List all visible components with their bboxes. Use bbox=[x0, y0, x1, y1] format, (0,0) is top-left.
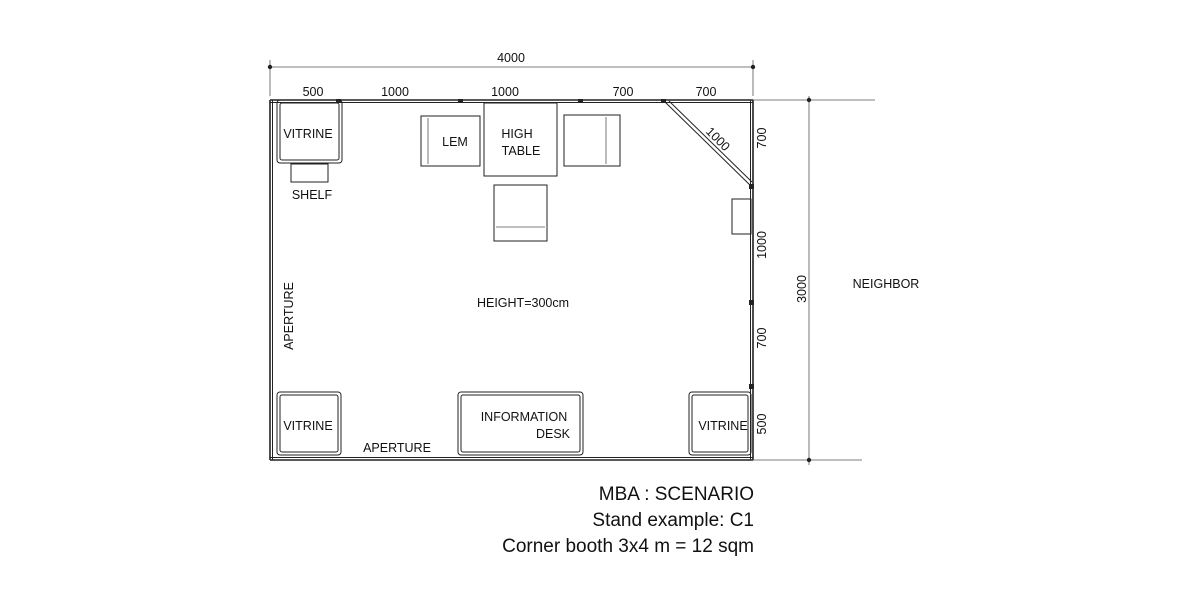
lem-box: LEM bbox=[420, 115, 481, 167]
high-table-label-1: HIGH bbox=[501, 127, 532, 141]
chair-bottom bbox=[493, 184, 548, 242]
right-dim-3: 700 bbox=[755, 328, 769, 349]
caption-line-3: Corner booth 3x4 m = 12 sqm bbox=[502, 536, 754, 557]
vitrine-top-left-label: VITRINE bbox=[283, 127, 332, 141]
shelf: SHELF bbox=[290, 163, 333, 202]
diagonal-wall: 1000 bbox=[663, 100, 753, 188]
wall-shelf-right bbox=[731, 198, 752, 235]
overall-width-label: 4000 bbox=[497, 51, 525, 65]
aperture-bottom-label: APERTURE bbox=[363, 441, 431, 455]
vitrine-bottom-right: VITRINE bbox=[688, 391, 752, 456]
top-dim-3: 1000 bbox=[491, 85, 519, 99]
right-dim-1: 700 bbox=[755, 128, 769, 149]
lem-label: LEM bbox=[442, 135, 468, 149]
aperture-left-label: APERTURE bbox=[282, 282, 296, 350]
overall-width-dimension: 4000 bbox=[267, 51, 756, 96]
chair-right bbox=[563, 114, 621, 167]
information-desk-label-2: DESK bbox=[536, 427, 571, 441]
vitrine-bottom-right-label: VITRINE bbox=[698, 419, 747, 433]
shelf-label: SHELF bbox=[292, 188, 333, 202]
information-desk: INFORMATION DESK bbox=[457, 391, 584, 456]
top-dim-4: 700 bbox=[613, 85, 634, 99]
high-table-label-2: TABLE bbox=[502, 144, 541, 158]
high-table: HIGH TABLE bbox=[483, 102, 558, 177]
neighbor-label: NEIGHBOR bbox=[853, 277, 920, 291]
booth-outline bbox=[269, 99, 754, 461]
top-dim-1: 500 bbox=[303, 85, 324, 99]
overall-depth-label: 3000 bbox=[795, 275, 809, 303]
vitrine-bottom-left: VITRINE bbox=[276, 391, 342, 456]
neighbor-boundary: 3000 NEIGHBOR bbox=[753, 96, 919, 465]
caption-line-2: Stand example: C1 bbox=[592, 510, 754, 531]
height-label: HEIGHT=300cm bbox=[477, 296, 569, 310]
vitrine-bottom-left-label: VITRINE bbox=[283, 419, 332, 433]
top-dim-5: 700 bbox=[696, 85, 717, 99]
top-dim-2: 1000 bbox=[381, 85, 409, 99]
right-dim-2: 1000 bbox=[755, 231, 769, 259]
caption-line-1: MBA : SCENARIO bbox=[598, 484, 754, 505]
information-desk-label-1: INFORMATION bbox=[481, 410, 568, 424]
right-dim-4: 500 bbox=[755, 414, 769, 435]
vitrine-top-left: VITRINE bbox=[276, 99, 343, 164]
